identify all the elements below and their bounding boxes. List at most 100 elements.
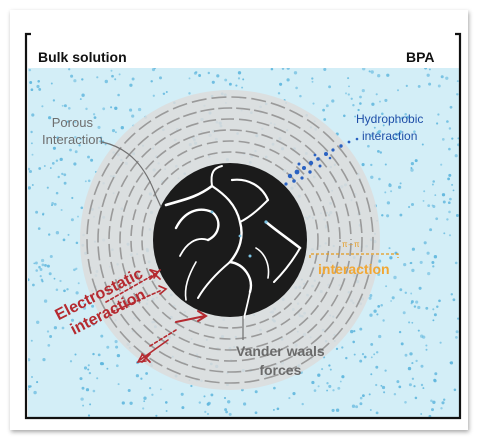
bpa-dot — [433, 313, 437, 317]
bpa-dot — [270, 68, 274, 71]
bpa-dot — [44, 263, 47, 267]
vander-label-line2: forces — [259, 362, 302, 378]
bpa-dot — [434, 372, 438, 376]
bpa-dot — [82, 404, 85, 407]
bpa-dot — [273, 386, 276, 390]
bpa-dot — [456, 80, 459, 83]
bpa-dot — [34, 261, 38, 265]
bpa-dot — [49, 254, 53, 259]
bpa-dot — [323, 118, 327, 121]
bpa-dot — [452, 298, 456, 302]
bpa-dot — [404, 401, 407, 404]
bpa-dot — [425, 306, 429, 310]
bpa-dot — [74, 150, 78, 154]
bpa-dot — [386, 214, 390, 218]
bpa-dot — [457, 137, 460, 140]
bpa-dot — [277, 92, 281, 95]
bpa-dot — [42, 212, 45, 215]
bpa-dot — [423, 190, 426, 193]
bpa-dot — [74, 135, 77, 139]
bpa-dot — [198, 401, 201, 404]
bpa-dot — [376, 313, 379, 316]
bpa-dot — [188, 92, 191, 95]
bpa-dot — [216, 74, 220, 78]
bpa-dot — [452, 189, 455, 192]
bpa-dot — [417, 329, 420, 332]
bpa-dot — [370, 342, 374, 346]
bpa-dot — [456, 93, 459, 96]
bpa-dot — [396, 380, 400, 384]
bpa-dot — [393, 392, 397, 396]
bpa-dot — [343, 114, 346, 118]
bpa-dot — [41, 280, 44, 283]
bpa-dot — [433, 379, 437, 383]
bpa-dot — [79, 137, 82, 141]
bpa-dot — [411, 321, 414, 324]
bpa-dot — [448, 147, 451, 151]
bpa-dot — [367, 144, 370, 148]
bpa-dot — [46, 264, 50, 268]
bpa-dot — [393, 137, 397, 140]
bpa-dot — [328, 85, 332, 89]
bpa-dot — [110, 69, 113, 72]
bpa-dot — [370, 175, 374, 179]
bpa-dot — [80, 206, 84, 210]
bpa-dot — [114, 78, 117, 81]
bpa-dot — [99, 136, 103, 139]
bpa-dot — [63, 289, 66, 293]
bpa-dot — [39, 268, 43, 271]
bpa-dot — [368, 296, 372, 300]
bpa-dot — [165, 401, 168, 404]
bpa-dot — [328, 364, 331, 367]
bpa-dot — [31, 153, 34, 156]
bpa-dot — [81, 386, 85, 390]
bpa-dot — [74, 353, 77, 356]
bpa-dot — [68, 107, 71, 110]
bpa-dot — [389, 256, 393, 260]
bpa-dot — [28, 358, 31, 362]
bpa-dot — [373, 309, 377, 313]
bpa-dot — [363, 355, 367, 359]
bpa-dot — [429, 228, 433, 232]
bpa-dot — [432, 265, 435, 268]
beaker-outline — [24, 32, 462, 420]
bpa-dot — [181, 406, 185, 410]
bpa-dot — [380, 384, 383, 387]
bpa-dot — [373, 353, 376, 356]
bpa-dot — [384, 98, 388, 102]
bpa-dot — [77, 282, 80, 285]
bpa-dot — [408, 383, 412, 387]
bpa-dot — [51, 202, 54, 205]
bpa-dot — [286, 68, 290, 70]
bpa-dot — [411, 362, 414, 365]
bpa-dot — [46, 186, 49, 189]
bpa-dot — [341, 346, 344, 349]
bpa-dot — [381, 214, 384, 217]
bpa-dot — [398, 385, 402, 389]
bpa-dot — [350, 97, 353, 100]
bpa-dot — [375, 351, 379, 354]
bpa-dot — [75, 291, 79, 295]
bpa-dot — [79, 98, 82, 101]
bpa-dot — [415, 359, 418, 363]
bpa-dot — [437, 113, 440, 116]
bpa-dot — [455, 330, 459, 334]
bpa-dot — [413, 305, 417, 308]
bpa-dot — [413, 130, 416, 133]
bpa-dot — [53, 277, 56, 280]
bpa-dot — [106, 345, 110, 349]
bpa-dot — [348, 85, 350, 88]
bpa-dot — [311, 380, 315, 385]
bpa-dot — [438, 299, 441, 303]
bpa-dot — [87, 368, 90, 371]
bpa-dot — [399, 182, 402, 185]
bpa-dot — [408, 205, 411, 209]
bpa-dot — [403, 263, 407, 267]
bpa-dot — [79, 377, 83, 381]
bpa-dot — [440, 75, 444, 79]
bpa-dot — [73, 268, 76, 272]
bpa-dot — [66, 120, 69, 123]
bpa-dot — [73, 162, 77, 166]
bpa-dot — [35, 269, 38, 272]
